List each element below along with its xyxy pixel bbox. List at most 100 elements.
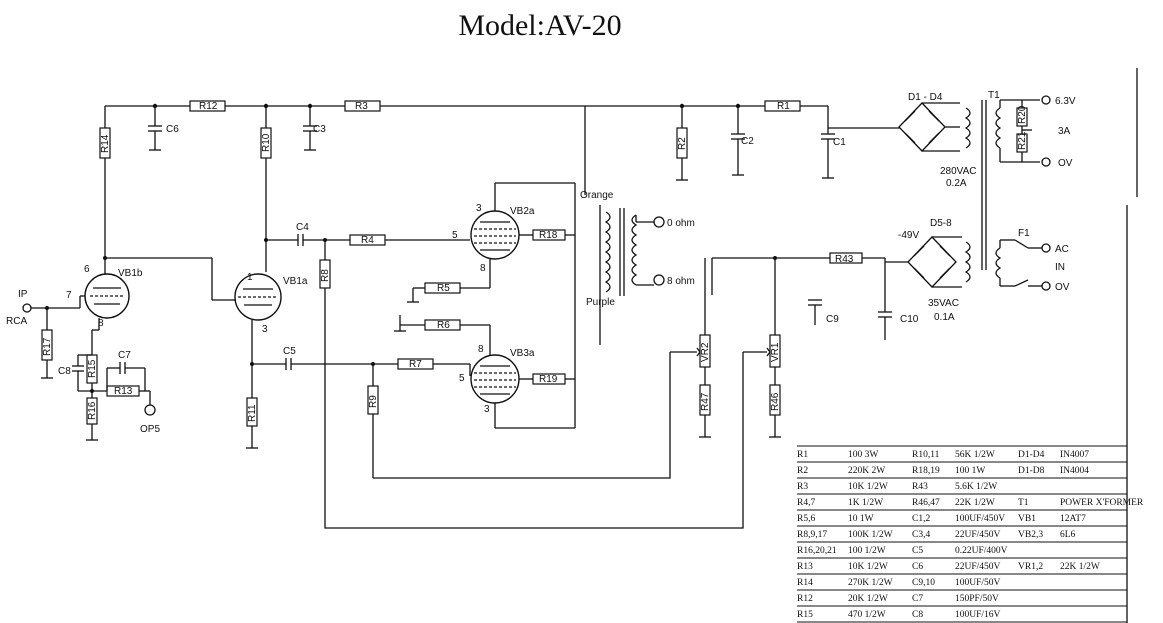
resistor-r14: R14: [99, 127, 111, 159]
svg-text:R5: R5: [437, 283, 450, 294]
svg-text:8 ohm: 8 ohm: [667, 276, 695, 287]
svg-text:VB3a: VB3a: [510, 348, 535, 359]
resistor-r4: R4: [349, 234, 470, 246]
svg-text:C4: C4: [296, 222, 309, 233]
svg-text:C5: C5: [283, 346, 296, 357]
svg-text:D1 - D4: D1 - D4: [908, 92, 943, 103]
rectifier-d5-d8: D5-8 -49V 35VAC 0.1A: [885, 218, 971, 323]
svg-text:OV: OV: [1055, 282, 1070, 293]
resistor-r43: R43: [829, 252, 886, 270]
table-cell: R4,7: [797, 498, 815, 508]
svg-text:3: 3: [476, 203, 482, 214]
table-cell: R5,6: [797, 514, 815, 524]
svg-text:280VAC: 280VAC: [940, 166, 977, 177]
capacitor-c2: C2: [731, 106, 754, 176]
resistor-r9: R9: [367, 364, 379, 478]
svg-text:35VAC: 35VAC: [928, 298, 959, 309]
table-cell: 22K 1/2W: [1060, 562, 1100, 572]
table-cell: 100 3W: [848, 450, 878, 460]
resistor-r16: R16: [86, 391, 98, 441]
table-cell: 6L6: [1060, 530, 1076, 540]
svg-text:OV: OV: [1058, 158, 1073, 169]
tube-vb1b: VB1b 6 7 8: [66, 258, 143, 330]
table-cell: R46,47: [912, 498, 940, 508]
ac-input: F1 AC IN OV: [995, 228, 1070, 293]
svg-text:R12: R12: [199, 101, 218, 112]
table-cell: 100UF/450V: [955, 514, 1005, 524]
svg-text:R10: R10: [261, 133, 272, 152]
svg-text:R17: R17: [42, 337, 53, 356]
resistor-r17: R17: [41, 308, 53, 379]
capacitor-c1: C1: [821, 128, 846, 179]
resistor-r13: R13: [106, 385, 150, 397]
svg-text:C3: C3: [313, 124, 326, 135]
table-cell: 270K 1/2W: [848, 578, 893, 588]
table-cell: 100 1W: [955, 466, 985, 476]
capacitor-c3: C3: [303, 106, 326, 151]
svg-text:Orange: Orange: [580, 190, 614, 201]
resistor-r19: R19: [532, 373, 575, 385]
resistor-r11: R11: [246, 364, 258, 449]
table-cell: R12: [797, 594, 813, 604]
svg-text:R1: R1: [777, 101, 790, 112]
svg-text:5: 5: [452, 230, 458, 241]
capacitor-c6: C6: [148, 106, 179, 151]
power-transformer-t1: T1 6.3V 3A OV 280VAC 0.2A: [940, 90, 1076, 270]
capacitor-c10: C10: [878, 270, 919, 340]
resistor-r47: R47: [699, 367, 711, 438]
resistor-r6: R6: [394, 315, 490, 332]
table-cell: C9,10: [912, 578, 935, 588]
table-cell: C8: [912, 610, 923, 620]
svg-text:R14: R14: [100, 134, 111, 153]
svg-text:3: 3: [484, 404, 490, 415]
table-cell: 22K 1/2W: [955, 498, 995, 508]
potentiometer-vr2: VR2: [670, 258, 711, 368]
svg-text:R16: R16: [87, 401, 98, 420]
table-cell: 56K 1/2W: [955, 450, 995, 460]
svg-text:C9: C9: [826, 314, 839, 325]
svg-text:1: 1: [247, 272, 253, 283]
table-cell: C1,2: [912, 514, 930, 524]
svg-text:R2: R2: [677, 137, 688, 150]
resistor-r21: R21: [1016, 126, 1032, 162]
svg-text:C2: C2: [741, 136, 754, 147]
svg-text:0.1A: 0.1A: [934, 312, 955, 323]
resistor-r5: R5: [407, 275, 491, 303]
table-cell: C6: [912, 562, 923, 572]
table-cell: 150PF/50V: [955, 594, 999, 604]
svg-text:VB1b: VB1b: [118, 268, 143, 279]
svg-text:R7: R7: [409, 359, 422, 370]
capacitor-c8: C8: [58, 354, 92, 391]
table-cell: IN4004: [1060, 466, 1089, 476]
table-cell: POWER X'FORMER: [1060, 498, 1144, 508]
resistor-r15: R15: [86, 330, 98, 391]
svg-text:R21: R21: [1017, 131, 1028, 150]
svg-text:8: 8: [478, 344, 484, 355]
resistor-r1: R1: [764, 100, 801, 112]
svg-text:IN: IN: [1055, 262, 1065, 273]
input-jack: IP RCA: [6, 289, 80, 327]
svg-text:0 ohm: 0 ohm: [667, 218, 695, 229]
table-cell: 22UF/450V: [955, 530, 1001, 540]
table-cell: 22UF/450V: [955, 562, 1001, 572]
svg-text:R47: R47: [700, 392, 711, 411]
output-transformer: Orange Purple 0 ohm 8 ohm: [580, 190, 695, 345]
table-cell: 100UF/50V: [955, 578, 1001, 588]
svg-text:5: 5: [459, 373, 465, 384]
svg-text:C7: C7: [118, 350, 131, 361]
svg-text:AC: AC: [1055, 244, 1069, 255]
table-cell: 10K 1/2W: [848, 562, 888, 572]
svg-text:C6: C6: [166, 124, 179, 135]
table-cell: T1: [1018, 498, 1029, 508]
table-cell: VB2,3: [1018, 530, 1043, 540]
svg-text:8: 8: [480, 263, 486, 274]
svg-text:R4: R4: [361, 235, 374, 246]
